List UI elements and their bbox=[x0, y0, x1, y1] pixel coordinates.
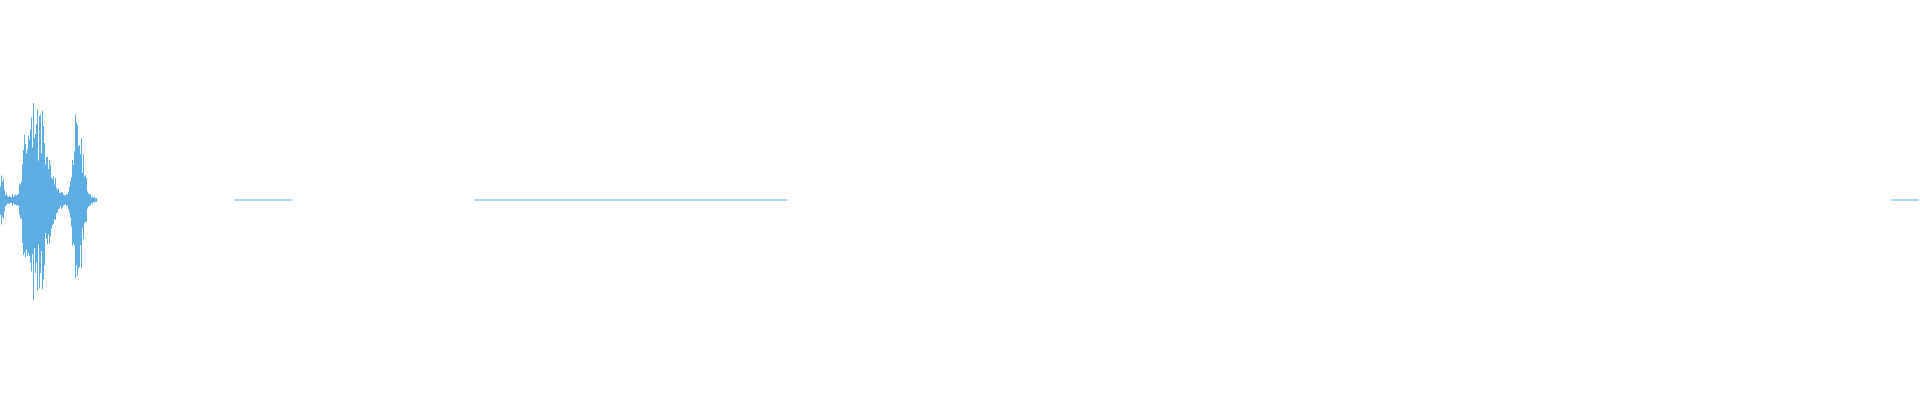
waveform-group bbox=[0, 103, 1919, 301]
waveform-clip-1-path bbox=[0, 103, 97, 301]
waveform-clip-1[interactable] bbox=[0, 103, 97, 301]
